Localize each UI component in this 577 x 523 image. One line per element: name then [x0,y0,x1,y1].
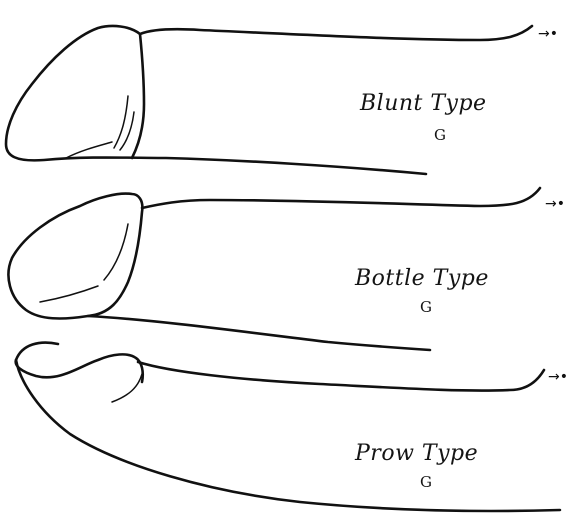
bottle-outline [8,194,142,319]
prow-type-sublabel: G [420,473,432,491]
blunt-type-label: Blunt Type [359,91,487,116]
prow-end-marker: →• [548,369,568,385]
bottle-lower-shaft [88,316,430,350]
prow-upper-outline [16,343,143,382]
bottle-end-marker: →• [545,196,565,212]
prow-upper-shaft [138,362,544,391]
blunt-shading-3 [66,142,112,158]
blunt-upper-shaft [140,26,532,40]
bottle-type-label: Bottle Type [354,266,489,291]
bottle-type-sublabel: G [420,298,432,316]
blunt-top-edge [132,34,144,158]
prow-type-label: Prow Type [354,441,478,466]
bottle-type-figure: →• Bottle Type G [8,188,565,350]
prow-type-figure: →• Prow Type G [16,343,568,511]
prow-shading-1 [112,374,142,402]
bottle-upper-shaft [142,188,540,208]
blunt-type-figure: →• Blunt Type G [6,26,558,174]
bottle-shading-1 [104,224,128,280]
blunt-type-sublabel: G [434,126,446,144]
blunt-end-marker: →• [538,26,558,42]
bottle-shading-2 [40,286,98,302]
